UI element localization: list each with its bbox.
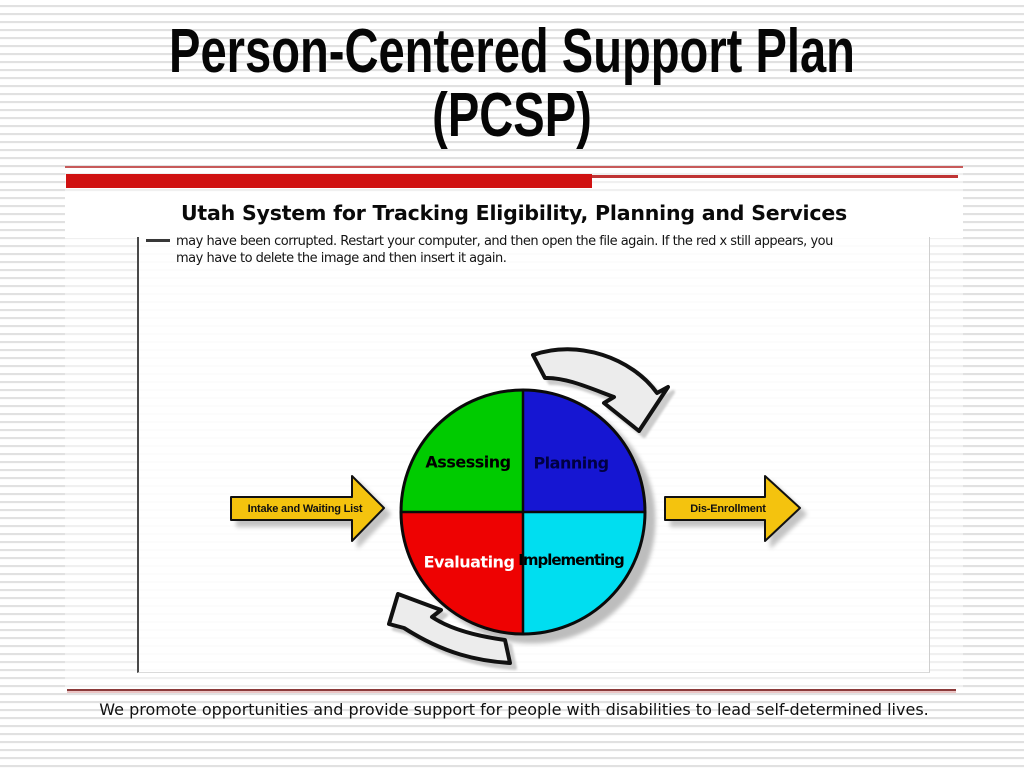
title-line-2: (PCSP)	[432, 81, 592, 150]
footer-divider	[67, 689, 956, 693]
quadrant-assessing	[401, 390, 523, 512]
label-intake: Intake and Waiting List	[248, 503, 363, 515]
slide-title: Person-Centered Support Plan (PCSP)	[123, 20, 901, 148]
label-assessing: Assessing	[425, 453, 510, 472]
broken-image-icon	[146, 239, 170, 242]
subtitle: Utah System for Tracking Eligibility, Pl…	[180, 201, 848, 225]
quadrant-implementing	[523, 512, 645, 634]
quadrant-evaluating	[401, 512, 523, 634]
error-text-line-1: may have been corrupted. Restart your co…	[176, 234, 833, 249]
curved-arrow-bottom	[387, 592, 512, 665]
footer-text: We promote opportunities and provide sup…	[99, 700, 929, 719]
quadrant-planning	[523, 390, 645, 512]
broken-image-error-text: may have been corrupted. Restart your co…	[176, 233, 906, 267]
intake-arrow	[230, 475, 385, 542]
label-disenrollment: Dis-Enrollment	[690, 503, 766, 515]
accent-bar	[66, 174, 592, 188]
error-text-line-2: may have to delete the image and then in…	[176, 251, 507, 266]
curved-arrow-top	[531, 347, 670, 433]
disenrollment-arrow	[664, 475, 801, 542]
accent-line	[592, 175, 958, 178]
label-evaluating: Evaluating	[424, 553, 515, 572]
cycle-circle	[399, 388, 647, 636]
title-line-1: Person-Centered Support Plan	[169, 17, 855, 86]
subtitle-band: Utah System for Tracking Eligibility, Pl…	[65, 197, 963, 238]
label-planning: Planning	[533, 454, 608, 473]
label-implementing: Implementing	[518, 551, 624, 569]
